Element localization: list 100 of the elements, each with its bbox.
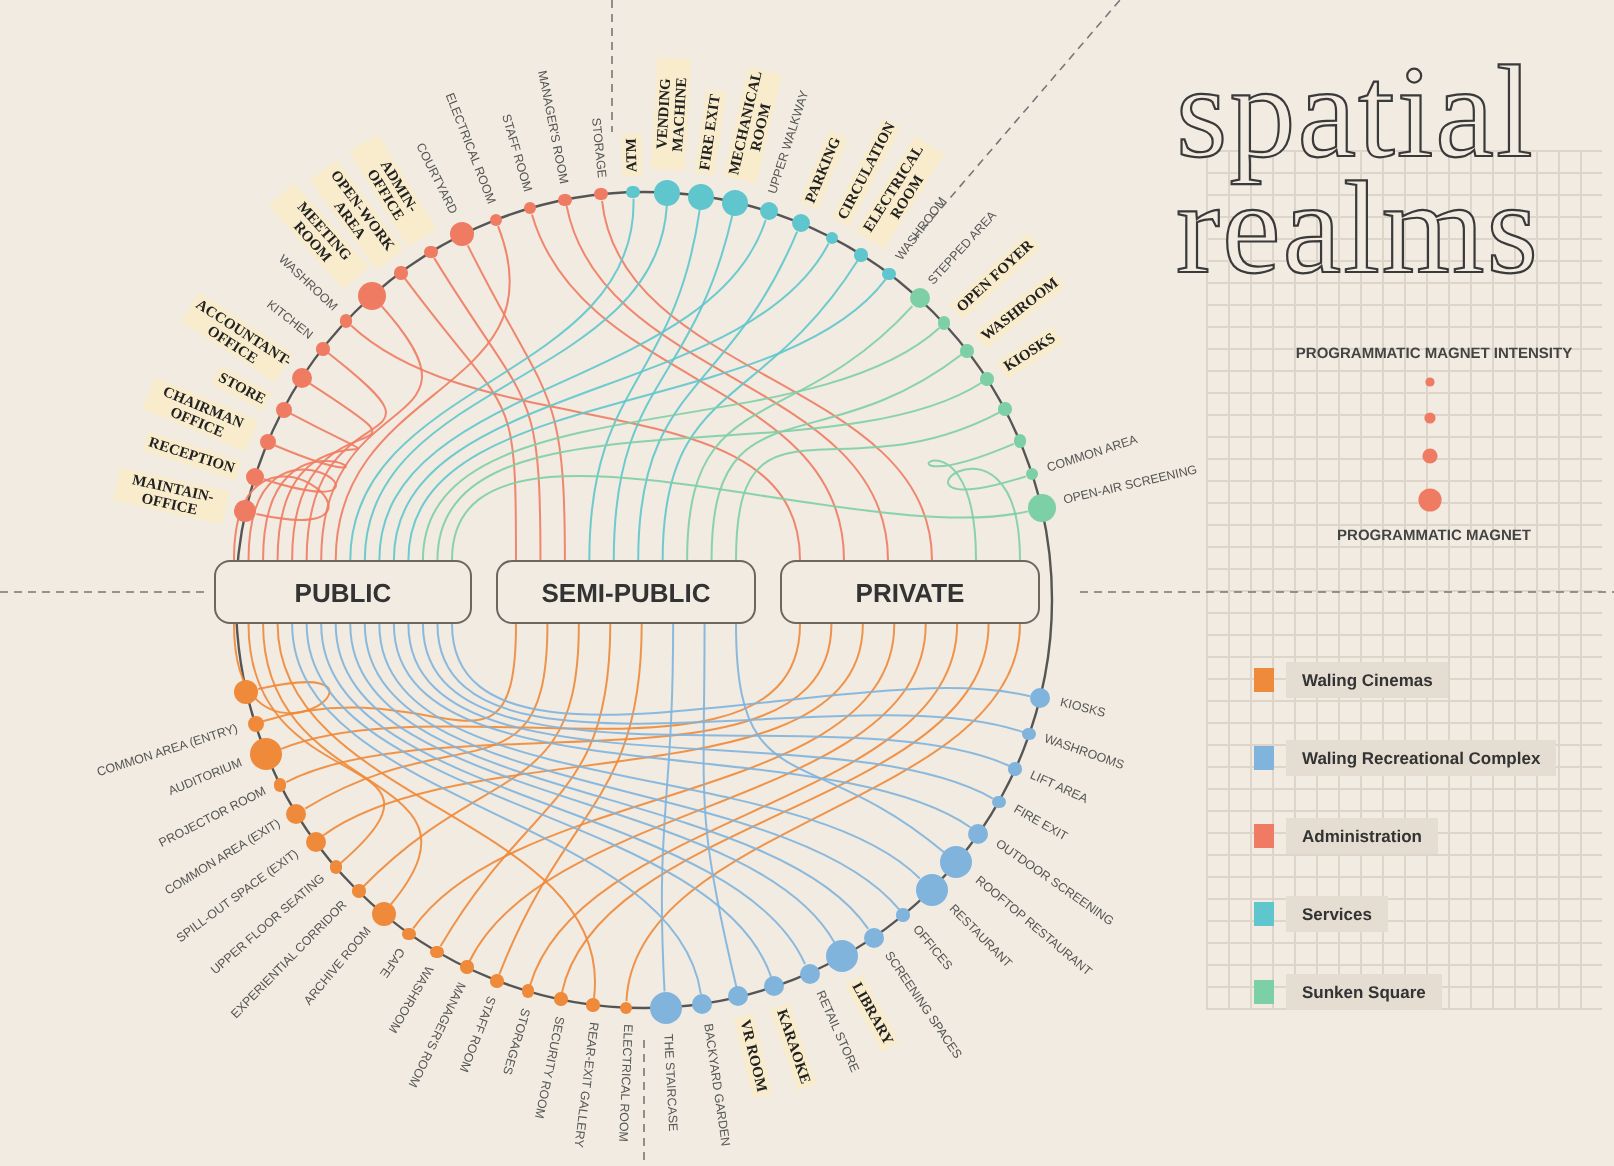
connector-curve [439, 623, 612, 948]
magnet-dot [351, 884, 366, 899]
magnet-dot [430, 945, 444, 959]
magnet-dot [316, 342, 330, 356]
legend-text: Administration [1286, 818, 1438, 854]
magnet-dot [490, 973, 504, 988]
legend-text: Services [1286, 896, 1388, 932]
magnet-dot [909, 288, 930, 309]
connector-curve [378, 219, 767, 561]
magnet-dot [371, 901, 396, 926]
magnet-dot [722, 189, 749, 216]
title: spatial realms [1176, 56, 1542, 288]
connector-curve [735, 623, 945, 854]
magnet-dot [960, 343, 974, 357]
magnet-dot [1022, 727, 1036, 741]
magnet-dot [558, 193, 572, 207]
connector-curve [436, 623, 1025, 734]
zone-box: SEMI-PUBLIC [496, 560, 756, 624]
magnet-dot [273, 778, 287, 792]
connector-curve [320, 305, 423, 561]
magnet-dot [688, 183, 715, 210]
connector-curve [466, 244, 566, 561]
magnet-dot [275, 401, 292, 418]
connector-curve [362, 623, 580, 888]
connector-curve [407, 278, 887, 561]
magnet-dot [594, 187, 608, 201]
connector-curve [322, 623, 864, 837]
magnet-dot [937, 316, 951, 331]
connector-curve [661, 259, 859, 561]
connector-curve [285, 623, 833, 784]
magnet-dot [553, 992, 568, 1006]
magnet-dot [234, 679, 259, 704]
connector-curve [363, 204, 668, 561]
connector-curve [436, 381, 983, 561]
connector-curve [233, 623, 331, 714]
connector-curve [702, 623, 738, 989]
connector-curve [407, 623, 994, 800]
magnet-dot [402, 927, 416, 941]
magnet-dot [1029, 688, 1050, 709]
connector-curve [392, 242, 830, 561]
magnet-dot [854, 248, 868, 262]
magnet-dot [882, 267, 897, 281]
magnet-dot [692, 993, 713, 1014]
magnet-dot [626, 185, 640, 199]
magnet-dot [246, 467, 265, 486]
magnet-dot [992, 795, 1006, 809]
magnet-dot [896, 908, 911, 922]
connector-curve [334, 225, 510, 561]
magnet-dot [358, 281, 387, 310]
connector-curve [660, 623, 675, 993]
magnet-dot [764, 976, 785, 997]
connector-curve [498, 623, 643, 976]
magnet-dot [424, 245, 438, 259]
connector-curve [947, 467, 1027, 561]
connector-curve [412, 623, 896, 930]
magnet-dot [619, 1001, 633, 1015]
connector-curve [276, 623, 595, 1000]
magnet-dot [291, 368, 312, 389]
connector-curve [261, 623, 517, 723]
magnet-dot [1025, 467, 1039, 481]
magnet-dot [286, 803, 307, 824]
connector-curve [927, 442, 1015, 561]
connector-curve [468, 623, 927, 963]
connector-curve [710, 353, 963, 561]
magnet-dot [649, 991, 682, 1024]
connector-curve [350, 324, 801, 561]
magnet-dot [339, 314, 353, 328]
magnet-dot [915, 873, 948, 906]
connector-curve [276, 412, 359, 561]
magnet-dot [998, 402, 1012, 417]
magnet-dot [654, 179, 681, 206]
magnet-dot [305, 831, 326, 852]
connector-curve [247, 623, 385, 864]
connector-curve [392, 623, 972, 829]
connector-curve [530, 213, 845, 561]
connector-curve [403, 276, 517, 561]
legend-text: Waling Recreational Complex [1286, 740, 1557, 776]
connector-curve [262, 444, 347, 561]
connector-curve [421, 623, 1011, 767]
magnet-dot [799, 963, 819, 984]
connector-curve [233, 475, 330, 561]
magnet-dot [759, 202, 778, 221]
magnet-dot [247, 715, 264, 732]
connector-curve [305, 351, 387, 561]
connector-curve [304, 623, 549, 810]
magnet-dot [523, 201, 537, 215]
connector-curve [529, 623, 959, 986]
connector-curve [291, 623, 702, 995]
legend-text: Sunken Square [1286, 974, 1442, 1010]
magnet-dot [329, 860, 343, 874]
magnet-dot [234, 500, 257, 523]
connector-curve [612, 214, 734, 561]
zone-box: PUBLIC [214, 560, 472, 624]
magnet-dot [940, 846, 973, 879]
magnet-dot [826, 940, 859, 973]
magnet-dot [450, 222, 475, 247]
magnet-dot [489, 213, 503, 227]
magnet-dot [586, 998, 600, 1012]
magnet-dot [393, 266, 408, 280]
connector-curve [588, 207, 701, 561]
